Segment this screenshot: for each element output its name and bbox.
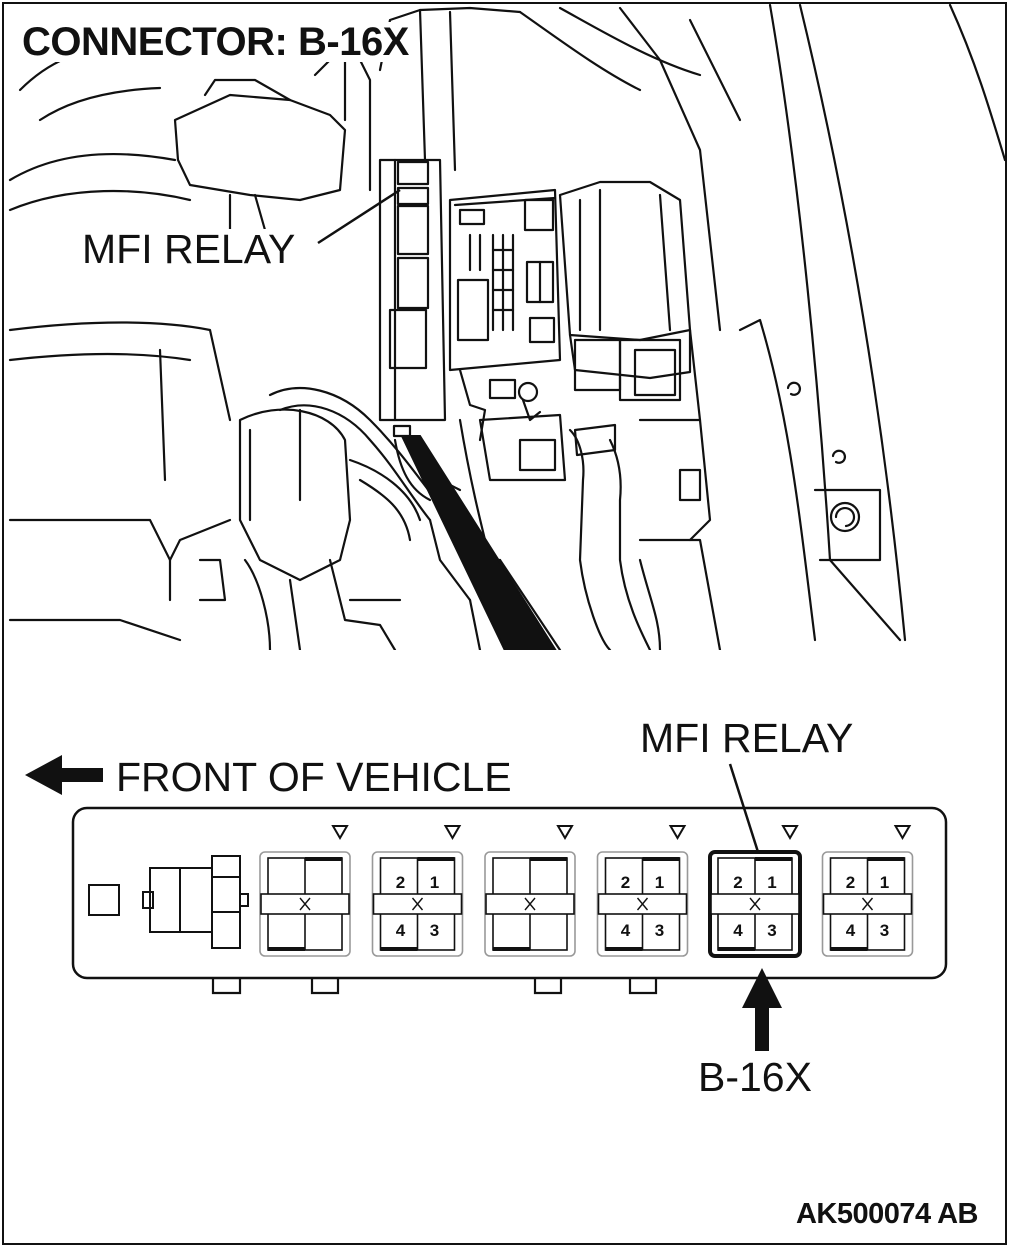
relay-slot: 2 1 4 3 xyxy=(371,825,464,957)
slot-marker-icon xyxy=(331,825,349,840)
pin-number: 3 xyxy=(430,921,439,940)
pin-number: 1 xyxy=(655,873,664,892)
pin-number: 4 xyxy=(846,921,856,940)
slot-marker-icon xyxy=(893,825,912,840)
connector-title: CONNECTOR: B-16X xyxy=(22,22,413,62)
slot-frame xyxy=(484,851,576,957)
slot-marker-icon xyxy=(668,825,687,840)
pin-number: 2 xyxy=(621,873,630,892)
slot-marker-icon xyxy=(781,825,799,840)
pin-number: 1 xyxy=(880,873,889,892)
pin-number: 1 xyxy=(767,873,776,892)
relay-top-leader xyxy=(317,188,401,245)
relay-slot: 2 1 4 3 xyxy=(596,825,689,957)
pin-number: 1 xyxy=(430,873,439,892)
slot-marker-icon xyxy=(443,825,462,840)
pin-number: 4 xyxy=(733,921,743,940)
slot-frame xyxy=(821,851,914,957)
relay-slot xyxy=(484,825,576,957)
pin-number: 3 xyxy=(655,921,664,940)
relay-slots: 2 1 4 3 2 1 4 3 2 1 4 3 2 1 4 3 xyxy=(259,825,914,958)
front-arrow-icon xyxy=(25,755,103,795)
slot-frame xyxy=(371,851,464,957)
engine-bay-sketch xyxy=(8,3,1007,652)
slot-frame xyxy=(596,851,689,957)
front-of-vehicle-label: FRONT OF VEHICLE xyxy=(116,754,512,800)
mfi-relay-label-bottom: MFI RELAY xyxy=(640,715,854,761)
relay-slot: 2 1 4 3 xyxy=(821,825,914,957)
mfi-relay-label-top: MFI RELAY xyxy=(78,229,300,270)
slot-frame xyxy=(259,851,351,957)
pin-number: 2 xyxy=(846,873,855,892)
figure-code: AK500074 AB xyxy=(795,1198,979,1230)
pin-number: 3 xyxy=(880,921,889,940)
pin-number: 4 xyxy=(396,921,406,940)
slot-marker-icon xyxy=(556,825,574,840)
pin-number: 2 xyxy=(733,873,742,892)
highlighted-slot-frame xyxy=(708,850,802,958)
pin-number: 4 xyxy=(621,921,631,940)
pin-number: 3 xyxy=(767,921,776,940)
connector-id-label: B-16X xyxy=(698,1054,812,1100)
relay-slot: 2 1 4 3 xyxy=(708,825,802,958)
connector-arrow-icon xyxy=(742,968,782,1051)
relay-block xyxy=(71,806,948,995)
relay-slot xyxy=(259,825,351,957)
pin-number: 2 xyxy=(396,873,405,892)
